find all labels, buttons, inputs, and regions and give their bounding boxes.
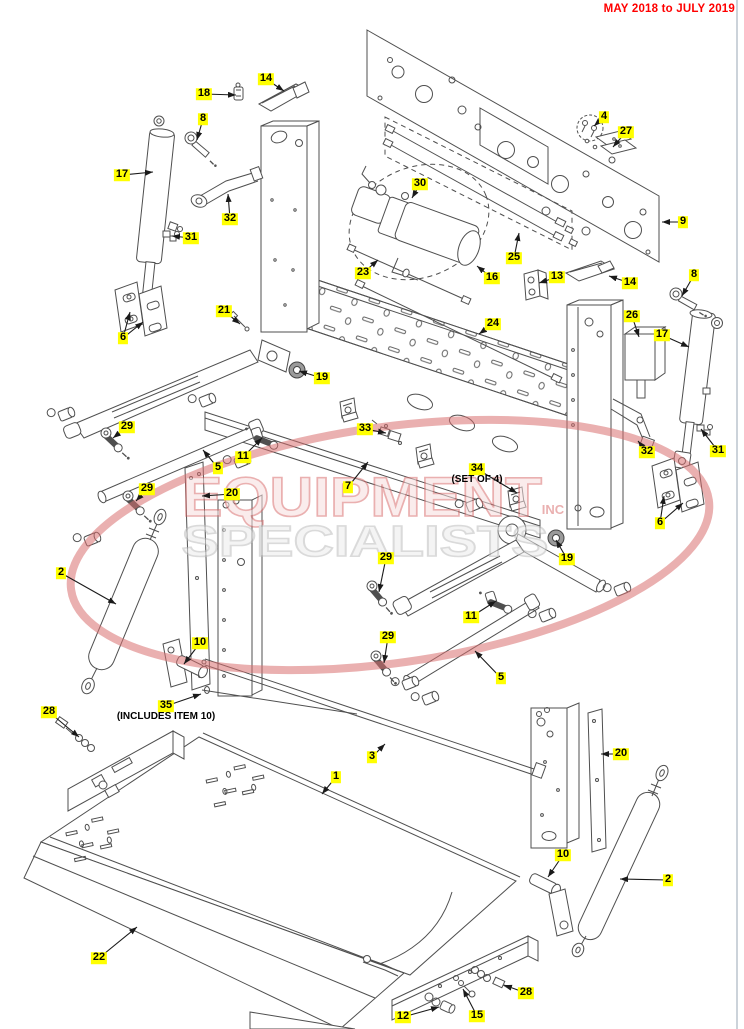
pin-10-right bbox=[529, 873, 574, 937]
wear-plate-20-right bbox=[587, 708, 607, 853]
callout-33: 33 bbox=[356, 422, 374, 435]
leader-line-2 bbox=[619, 876, 669, 883]
callout-4: 4 bbox=[598, 110, 610, 123]
callout-12: 12 bbox=[394, 1010, 412, 1023]
callout-22: 22 bbox=[90, 951, 108, 964]
callout-note-35: (INCLUDES ITEM 10) bbox=[116, 711, 216, 722]
callout-9: 9 bbox=[677, 215, 689, 228]
watermark-suffix: INC bbox=[542, 502, 565, 517]
platform-rail-left bbox=[67, 730, 185, 812]
callout-10: 10 bbox=[191, 636, 209, 649]
callout-35: 35 bbox=[157, 699, 175, 712]
hose-kit bbox=[382, 116, 579, 251]
callout-20: 20 bbox=[612, 747, 630, 760]
callout-13: 13 bbox=[548, 270, 566, 283]
rod-35 bbox=[201, 686, 358, 715]
callout-14: 14 bbox=[621, 276, 639, 289]
callout-6: 6 bbox=[654, 516, 666, 529]
callout-10: 10 bbox=[554, 848, 572, 861]
callout-8: 8 bbox=[197, 112, 209, 125]
callout-note-34: (SET OF 4) bbox=[451, 474, 503, 485]
callout-15: 15 bbox=[468, 1009, 486, 1022]
watermark-line1: EQUIPMENT bbox=[182, 465, 542, 528]
hardware-kit-4 bbox=[576, 114, 604, 150]
callout-7: 7 bbox=[342, 480, 354, 493]
callout-24: 24 bbox=[484, 317, 502, 330]
callout-20: 20 bbox=[223, 487, 241, 500]
pump-shaft-23 bbox=[346, 243, 472, 306]
watermark-swoosh bbox=[66, 415, 714, 675]
callout-5: 5 bbox=[212, 461, 224, 474]
platform-deck bbox=[39, 732, 521, 976]
fastener-12 bbox=[424, 992, 456, 1014]
callout-19: 19 bbox=[558, 552, 576, 565]
callout-2: 2 bbox=[55, 566, 67, 579]
left-lower-column bbox=[217, 494, 263, 697]
release-arm-32-left bbox=[190, 166, 264, 208]
callout-18: 18 bbox=[195, 87, 213, 100]
callout-16: 16 bbox=[483, 271, 501, 284]
callout-32: 32 bbox=[638, 445, 656, 458]
bracket-13 bbox=[523, 269, 549, 301]
callout-29: 29 bbox=[138, 482, 156, 495]
platform-rail-right bbox=[391, 935, 539, 1021]
right-column bbox=[566, 299, 624, 530]
callout-5: 5 bbox=[495, 671, 507, 684]
callout-29: 29 bbox=[377, 551, 395, 564]
callout-28: 28 bbox=[517, 986, 535, 999]
callout-14: 14 bbox=[257, 72, 275, 85]
page-edge-line bbox=[736, 0, 738, 1029]
callout-8: 8 bbox=[688, 268, 700, 281]
callout-23: 23 bbox=[354, 266, 372, 279]
callout-30: 30 bbox=[411, 177, 429, 190]
watermark-line2: SPECIALISTS bbox=[182, 517, 549, 566]
pump-assembly bbox=[348, 163, 490, 281]
revision-range: MAY 2018 to JULY 2019 bbox=[603, 3, 735, 15]
left-lift-arm bbox=[63, 339, 291, 439]
tie-rod bbox=[354, 278, 563, 384]
cover-plate-14-right bbox=[564, 260, 616, 282]
callout-26: 26 bbox=[623, 309, 641, 322]
callout-2: 2 bbox=[662, 873, 674, 886]
callout-25: 25 bbox=[505, 251, 523, 264]
middle-lift-arm bbox=[392, 539, 525, 617]
callout-17: 17 bbox=[653, 328, 671, 341]
callout-28: 28 bbox=[40, 705, 58, 718]
callout-31: 31 bbox=[182, 231, 200, 244]
callout-29: 29 bbox=[379, 630, 397, 643]
right-lower-column bbox=[530, 702, 580, 849]
callout-32: 32 bbox=[221, 212, 239, 225]
callout-3: 3 bbox=[366, 750, 378, 763]
platform-ramp bbox=[23, 816, 405, 1029]
clip-18 bbox=[233, 82, 244, 101]
mounting-panel bbox=[366, 29, 660, 263]
latch-lever bbox=[362, 955, 399, 977]
callout-6: 6 bbox=[117, 331, 129, 344]
callout-11: 11 bbox=[235, 450, 251, 463]
callout-21: 21 bbox=[215, 304, 233, 317]
spring-2-right bbox=[571, 764, 669, 958]
callout-29: 29 bbox=[118, 420, 136, 433]
callout-19: 19 bbox=[313, 371, 331, 384]
callout-27: 27 bbox=[617, 125, 635, 138]
callout-1: 1 bbox=[330, 770, 342, 783]
left-column bbox=[260, 120, 320, 333]
leader-line-2 bbox=[60, 572, 117, 605]
callout-17: 17 bbox=[113, 168, 131, 181]
callout-34: 34 bbox=[468, 462, 486, 475]
callout-11: 11 bbox=[463, 610, 479, 623]
watermark-logo: EQUIPMENT INC SPECIALISTS bbox=[66, 415, 714, 675]
callout-31: 31 bbox=[709, 444, 727, 457]
